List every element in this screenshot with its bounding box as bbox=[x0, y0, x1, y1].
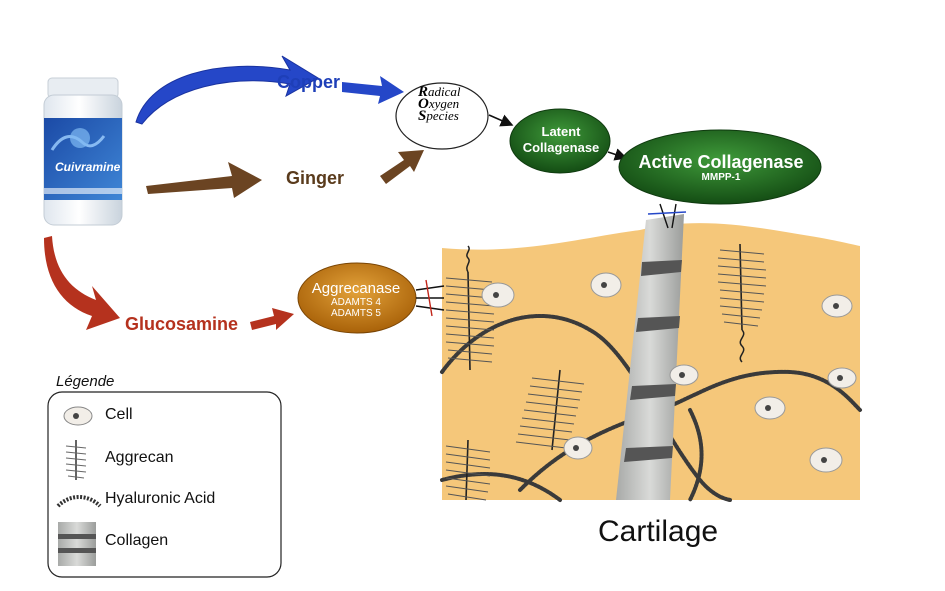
ros-label: Radical Oxygen Species bbox=[398, 84, 490, 148]
legend-box bbox=[47, 391, 282, 578]
aggrecan-molecules bbox=[445, 243, 767, 501]
aggrecanase-title: Aggrecanase bbox=[311, 280, 401, 297]
ros-initial-s: S bbox=[418, 108, 427, 124]
hyaluronic-acid-icon bbox=[56, 495, 102, 508]
ros-to-latent-arrow bbox=[488, 114, 514, 127]
collagen-icon bbox=[58, 522, 96, 566]
ros-rest-1: adical bbox=[428, 84, 461, 99]
product-jar bbox=[43, 77, 123, 226]
ginger-label: Ginger bbox=[286, 168, 345, 188]
collagen-fibre bbox=[616, 214, 684, 500]
ros-rest-3: pecies bbox=[426, 108, 459, 123]
ros-initial-r: R bbox=[418, 84, 429, 100]
legend-item-aggrecan: Aggrecan bbox=[105, 449, 174, 466]
aggrecanase-inhibition-marks bbox=[415, 279, 445, 317]
cartilage-label: Cartilage bbox=[598, 515, 719, 548]
ros-node bbox=[395, 82, 489, 150]
collagenase-inhibition-marks bbox=[647, 203, 687, 229]
ginger-to-ros-arrow bbox=[380, 150, 424, 184]
glucosamine-to-aggrecanase-arrow bbox=[250, 308, 294, 330]
aggrecanase-line1: ADAMTS 4 bbox=[330, 297, 381, 308]
ros-initial-o: O bbox=[418, 96, 429, 112]
legend-item-hyaluronic-acid: Hyaluronic Acid bbox=[105, 490, 216, 507]
legend-item-collagen: Collagen bbox=[105, 532, 169, 549]
cell-icon bbox=[63, 406, 93, 426]
legend-title: Légende bbox=[56, 373, 115, 390]
aggrecan-icon bbox=[65, 440, 87, 480]
latent-collagenase-label: Latent Collagenase bbox=[512, 124, 610, 156]
active-collagenase-node bbox=[618, 129, 822, 205]
active-title: Active Collagenase bbox=[638, 152, 804, 172]
latent-collagenase-node bbox=[509, 108, 611, 174]
copper-arrow bbox=[135, 55, 319, 125]
glucosamine-label: Glucosamine bbox=[125, 314, 239, 334]
legend-item-cell: Cell bbox=[105, 406, 133, 423]
copper-label: Copper bbox=[277, 72, 340, 92]
product-name: Cuivramine bbox=[55, 160, 121, 174]
cells bbox=[481, 272, 857, 473]
latent-line1: Latent bbox=[541, 124, 581, 139]
glucosamine-arrow bbox=[44, 236, 120, 330]
active-subtitle: MMPP-1 bbox=[701, 172, 741, 183]
copper-to-ros-arrow bbox=[342, 76, 404, 104]
ros-rest-2: xygen bbox=[428, 96, 460, 111]
aggrecanase-label: Aggrecanase ADAMTS 4 ADAMTS 5 bbox=[298, 280, 414, 319]
active-collagenase-label: Active Collagenase MMPP-1 bbox=[620, 152, 822, 184]
aggrecanase-line2: ADAMTS 5 bbox=[330, 308, 381, 319]
ginger-arrow bbox=[146, 162, 262, 198]
latent-line2: Collagenase bbox=[522, 140, 600, 155]
